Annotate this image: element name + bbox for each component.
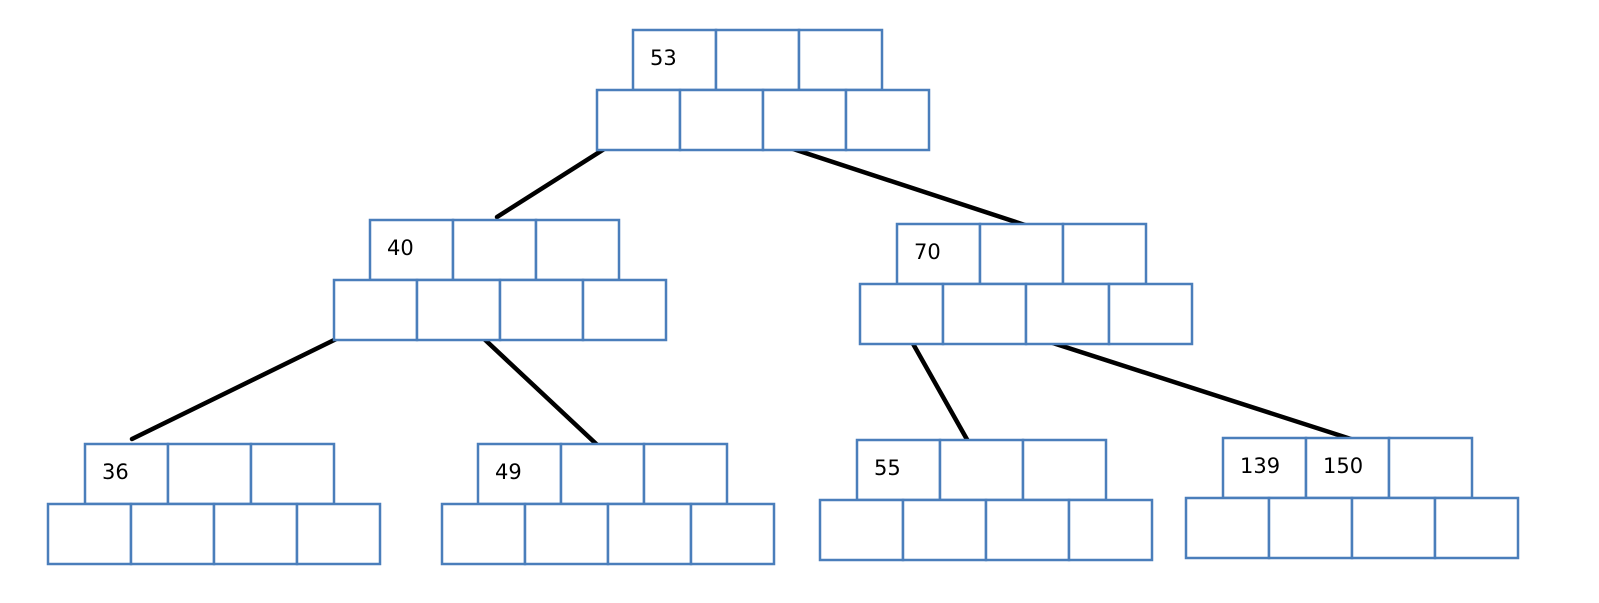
key-cell [642, 442, 729, 506]
key-label: 55 [874, 456, 901, 480]
key-cell [1221, 436, 1308, 500]
edge-n40-to-n49 [462, 318, 611, 458]
key-cell [559, 442, 646, 506]
pointer-cell [858, 282, 945, 346]
pointer-cell [440, 502, 527, 566]
pointer-cell [212, 502, 299, 566]
tree-node-n49: 49 [440, 442, 776, 566]
pointer-cell [332, 278, 419, 342]
key-cell [855, 438, 942, 502]
pointer-cell [1350, 496, 1437, 560]
key-label: 70 [914, 240, 941, 264]
tree-node-n55: 55 [818, 438, 1154, 562]
pointer-cell [1184, 496, 1271, 560]
key-cell [1387, 436, 1474, 500]
key-cell [938, 438, 1025, 502]
key-cell [451, 218, 538, 282]
pointer-cell [1433, 496, 1520, 560]
tree-node-n40: 40 [332, 218, 668, 342]
key-cell [249, 442, 336, 506]
pointer-cell [818, 498, 905, 562]
pointer-cell [606, 502, 693, 566]
key-cell [1304, 436, 1391, 500]
key-cell [978, 222, 1065, 286]
pointer-cell [415, 278, 502, 342]
key-label: 36 [102, 460, 129, 484]
key-label: 53 [650, 46, 677, 70]
key-cell [1061, 222, 1148, 286]
key-cell [534, 218, 621, 282]
key-label: 40 [387, 236, 414, 260]
key-label: 150 [1323, 454, 1363, 478]
pointer-cell [581, 278, 668, 342]
pointer-cell [129, 502, 216, 566]
pointer-cell [984, 498, 1071, 562]
node-layer: 53 40 70 36 49 55 139 150 [46, 28, 1520, 566]
pointer-cell [595, 88, 682, 152]
pointer-cell [523, 502, 610, 566]
key-cell [714, 28, 801, 92]
key-label: 139 [1240, 454, 1280, 478]
tree-node-root: 53 [595, 28, 931, 152]
key-cell [476, 442, 563, 506]
pointer-cell [1067, 498, 1154, 562]
pointer-cell [1024, 282, 1111, 346]
key-cell [166, 442, 253, 506]
pointer-cell [1107, 282, 1194, 346]
pointer-cell [844, 88, 931, 152]
key-cell [797, 28, 884, 92]
pointer-cell [941, 282, 1028, 346]
pointer-cell [498, 278, 585, 342]
pointer-cell [689, 502, 776, 566]
pointer-cell [1267, 496, 1354, 560]
key-label: 49 [495, 460, 522, 484]
key-cell [1021, 438, 1108, 502]
pointer-cell [46, 502, 133, 566]
tree-node-n70: 70 [858, 222, 1194, 346]
pointer-cell [761, 88, 848, 152]
edge-n70-to-n55 [900, 323, 972, 446]
tree-node-n36: 36 [46, 442, 382, 566]
pointer-cell [295, 502, 382, 566]
pointer-cell [678, 88, 765, 152]
tree-node-n139: 139 150 [1184, 436, 1520, 560]
pointer-cell [901, 498, 988, 562]
